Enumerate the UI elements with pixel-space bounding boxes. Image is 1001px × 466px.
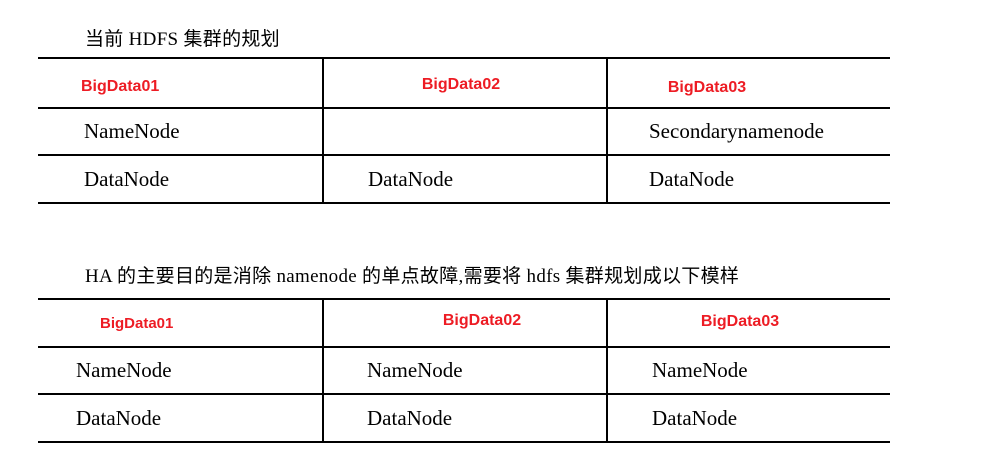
table-cell: NameNode [38, 346, 324, 395]
table-header-cell: BigData03 [607, 57, 890, 109]
section2-title: HA 的主要目的是消除 namenode 的单点故障,需要将 hdfs 集群规划… [85, 266, 740, 287]
header-label: BigData02 [442, 312, 522, 329]
table-cell: DataNode [38, 154, 324, 204]
table-cell: DataNode [607, 393, 890, 443]
header-label: BigData01 [81, 78, 160, 95]
table-cell-empty [323, 107, 608, 156]
table-cell: DataNode [323, 393, 608, 443]
table-cell: Secondarynamenode [607, 107, 890, 156]
header-label: BigData03 [667, 79, 747, 96]
header-label: BigData03 [700, 313, 780, 330]
table-header-cell: BigData01 [38, 298, 324, 348]
table-row: NameNode NameNode NameNode [38, 346, 890, 395]
section1-title: 当前 HDFS 集群的规划 [85, 29, 280, 50]
table-header-cell: BigData01 [38, 57, 324, 109]
table-header-cell: BigData03 [607, 298, 890, 348]
table-cell: NameNode [323, 346, 608, 395]
table-header-cell: BigData02 [323, 57, 608, 109]
table-row: DataNode DataNode DataNode [38, 393, 890, 443]
header-label: BigData01 [100, 315, 174, 332]
header-label: BigData02 [421, 76, 501, 93]
table-cell: DataNode [607, 154, 890, 204]
table-row: NameNode Secondarynamenode [38, 107, 890, 156]
table-cell: DataNode [38, 393, 324, 443]
ha-hdfs-cluster-table: BigData01 BigData02 BigData03 NameNode N… [38, 298, 890, 443]
table-cell: NameNode [607, 346, 890, 395]
table-header-cell: BigData02 [323, 298, 608, 348]
current-hdfs-cluster-table: BigData01 BigData02 BigData03 NameNode S… [38, 57, 890, 204]
table-header-row: BigData01 BigData02 BigData03 [38, 57, 890, 109]
table-cell: NameNode [38, 107, 324, 156]
table-header-row: BigData01 BigData02 BigData03 [38, 298, 890, 348]
table-row: DataNode DataNode DataNode [38, 154, 890, 204]
table-cell: DataNode [323, 154, 608, 204]
